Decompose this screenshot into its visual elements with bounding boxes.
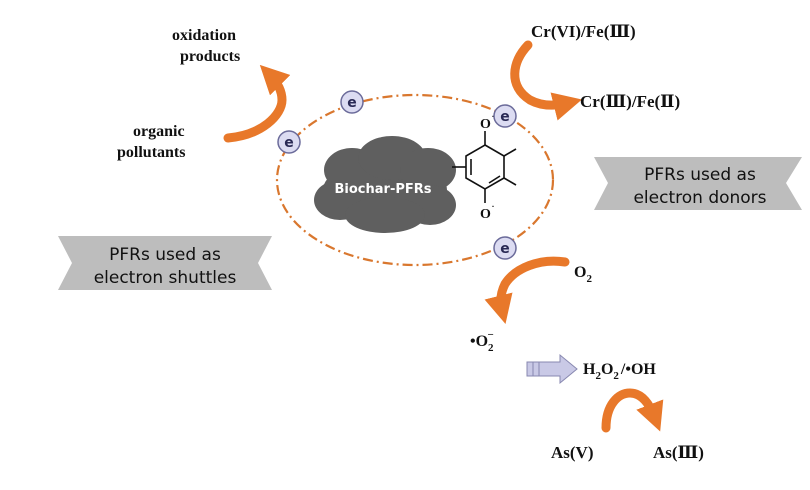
oxidation-products-label-line1: oxidation [172, 27, 236, 44]
radical-dot-top: · [491, 109, 495, 123]
arrow-cr-fe-reduction [510, 40, 582, 121]
as-iii-label: As(Ⅲ) [653, 443, 704, 462]
cr-fe-oxidized-label: Cr(VI)/Fe(Ⅲ) [531, 22, 636, 41]
banner-shuttles-line2: electron shuttles [94, 268, 237, 288]
banner-electron-donors: PFRs used as electron donors [594, 157, 802, 210]
arrow-o2-to-superoxide [484, 256, 570, 324]
electron-bottom: e [493, 236, 517, 260]
o2-label: O2 [574, 264, 592, 285]
biochar-cloud [314, 136, 456, 233]
electron-left: e [277, 130, 301, 154]
organic-pollutants-label-line2: pollutants [117, 144, 185, 161]
banner-donors-line1: PFRs used as [644, 165, 756, 185]
h2o2-oh-label: H2O2/•OH [583, 361, 656, 382]
svg-text:e: e [347, 95, 357, 111]
banner-shuttles-line1: PFRs used as [109, 245, 221, 265]
radical-dot-bottom: · [491, 199, 495, 213]
svg-text:e: e [500, 109, 510, 125]
as-v-label: As(V) [551, 443, 594, 462]
svg-text:e: e [284, 135, 294, 151]
oxidation-products-label-line2: products [180, 48, 240, 65]
superoxide-label: •O2− [470, 329, 494, 354]
arrow-as-oxidation [601, 388, 664, 433]
radical-oxygen-bottom: O [480, 207, 491, 222]
electron-top: e [340, 90, 364, 114]
semiquinone-molecule [452, 131, 517, 203]
electron-right: e [493, 104, 517, 128]
cloud-label: Biochar-PFRs [335, 182, 432, 197]
banner-donors-line2: electron donors [633, 188, 766, 208]
banner-electron-shuttles: PFRs used as electron shuttles [58, 236, 272, 290]
electron-orbit-ellipse [275, 93, 555, 267]
radical-oxygen-top: O [480, 117, 491, 132]
organic-pollutants-label-line1: organic [133, 123, 185, 140]
arrow-organic-to-oxidation [223, 64, 291, 143]
svg-text:e: e [500, 241, 510, 257]
block-arrow-superoxide-to-h2o2 [526, 353, 578, 385]
cr-fe-reduced-label: Cr(Ⅲ)/Fe(Ⅱ) [580, 92, 680, 111]
